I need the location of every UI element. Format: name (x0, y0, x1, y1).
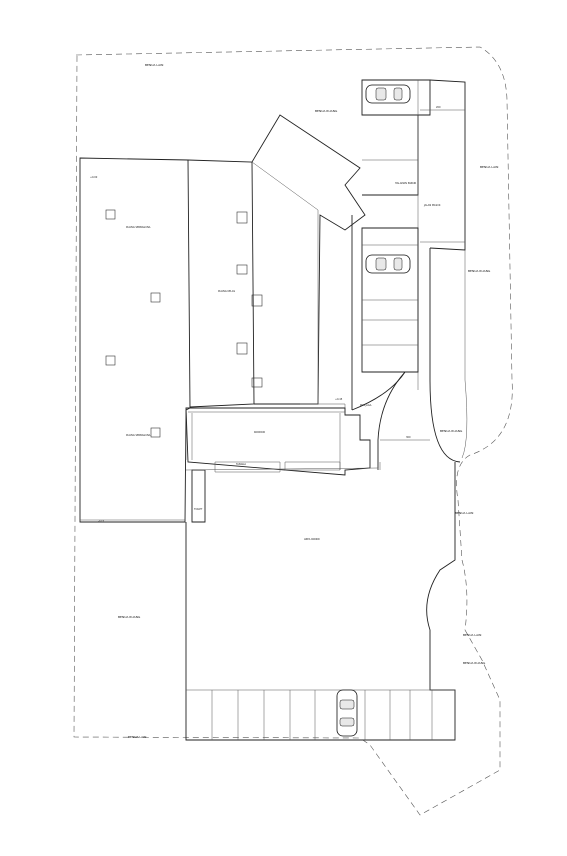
label-court: HALAMAN PARKIR (395, 182, 417, 185)
column-marker (150, 292, 161, 303)
column-marker (105, 355, 116, 366)
label-toilet: TOILET (194, 508, 203, 511)
label-boundary-right-low: BENUA LAIN (463, 633, 481, 637)
label-level-c: -0.15 (98, 520, 105, 523)
label-hall-mid: RUANG SERBAGUNA (126, 434, 151, 437)
label-block-mid: RUANG KELAS (218, 290, 236, 293)
label-open-bottom-right: BENUA RUANG (463, 661, 486, 665)
curved-wall (377, 248, 468, 470)
label-driveway: JALAN MASUK (423, 204, 441, 207)
label-boundary-right-top: BENUA LAIN (480, 165, 498, 169)
column-marker (150, 427, 161, 438)
parking-bays-top (361, 79, 466, 390)
label-open-right: BENUA RUANG (468, 269, 491, 273)
parking-bays-middle (351, 215, 419, 411)
column-marker (236, 211, 248, 224)
column-marker (251, 377, 263, 388)
label-boundary-bottom-left: BENUA LAIN (128, 735, 146, 739)
car-bottom (336, 689, 358, 737)
label-stair: TANGGA (236, 463, 246, 466)
car-top (365, 84, 411, 104)
lower-court (185, 462, 456, 741)
label-dim-a: 200 (436, 106, 441, 109)
dimension-lines (379, 109, 465, 470)
label-boundary-right-mid: BENUA LAIN (455, 511, 473, 515)
label-court-center: AREA PARKIR (304, 538, 320, 541)
left-hall (79, 157, 191, 523)
label-level-b: +0.45 (335, 398, 343, 401)
middle-block (187, 159, 263, 408)
column-marker (105, 209, 116, 220)
site-boundary (73, 46, 513, 816)
label-open-top: BENUA RUANG (315, 109, 338, 113)
label-hall-left: RUANG SERBAGUNA (126, 226, 151, 229)
angled-block (251, 114, 366, 412)
label-boundary-top: BENUA LAIN (145, 63, 163, 67)
column-marker (236, 264, 248, 275)
column-marker (236, 342, 248, 355)
label-open-gap-right: BENUA RUANG (440, 429, 463, 433)
label-level-a: +0.00 (90, 176, 98, 179)
corridor-strip (185, 407, 371, 476)
car-middle (365, 254, 411, 274)
label-guard: POS JAGA (360, 404, 372, 407)
label-dim-b: 300 (406, 436, 411, 439)
label-open-left-low: BENUA RUANG (118, 615, 141, 619)
label-corridor: KORIDOR (254, 431, 265, 434)
column-marker (251, 294, 263, 307)
